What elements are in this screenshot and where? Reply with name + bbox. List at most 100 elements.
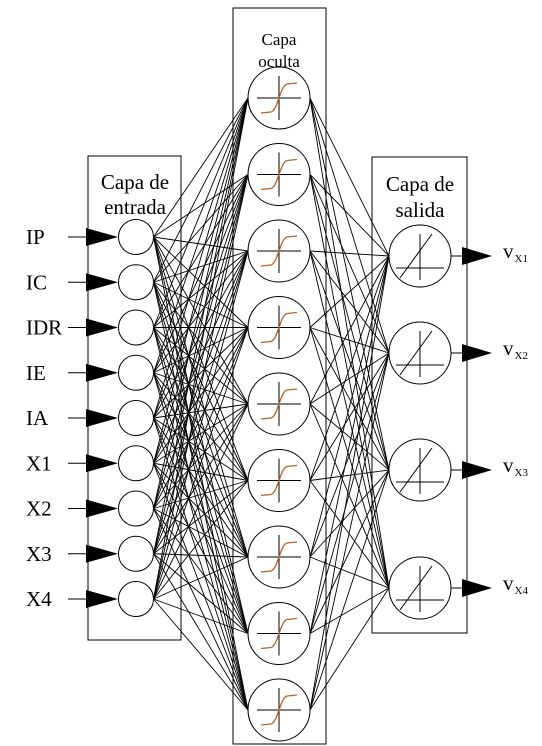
connection-input-8-hidden-9 [153,553,249,711]
hidden-neuron-4 [247,296,311,359]
connection-hidden-7-output-4 [309,556,390,589]
hidden-neuron-1 [247,66,311,130]
input-label-3: IDR [26,316,62,340]
connection-hidden-7-output-2 [309,352,390,558]
output-label-1: vX1 [503,239,528,265]
connection-input-4-hidden-8 [153,372,249,634]
input-neuron-5 [118,400,154,436]
connection-hidden-6-output-2 [309,352,390,481]
input-arrow-icon [86,273,118,292]
hidden-neuron-8 [247,602,311,665]
connection-hidden-9-output-2 [309,352,390,711]
connection-input-2-hidden-3 [153,250,249,283]
output-neuron-3 [388,438,492,502]
connection-hidden-5-output-2 [309,352,390,405]
connection-hidden-4-output-2 [309,327,390,354]
hidden-layer-box [232,7,327,745]
sigmoid-curve-icon [260,617,298,650]
input-label-6: X1 [26,451,52,475]
connection-input-4-hidden-3 [153,250,249,374]
connection-input-7-hidden-1 [153,97,249,509]
hidden-layer-title-line2: oculta [258,52,300,71]
sigmoid-curve-icon [260,464,298,497]
connection-input-5-hidden-1 [153,97,249,419]
sigmoid-curve-icon [260,541,298,573]
output-label-main: v [503,453,514,477]
linear-function-icon [399,330,433,376]
input-label-5: IA [26,406,49,430]
output-label-main: v [503,336,514,360]
connection-input-6-hidden-3 [153,250,249,464]
connection-input-1-hidden-2 [153,174,249,238]
input-neuron-8 [118,535,154,572]
output-label-3: vX3 [503,453,528,479]
output-arrow-icon [462,247,492,265]
connection-hidden-8-output-2 [309,352,390,634]
connection-input-6-hidden-2 [153,174,249,464]
connection-input-8-hidden-2 [153,174,249,554]
connection-input-9-hidden-4 [153,327,249,600]
sigmoid-curve-icon [260,311,298,344]
connection-hidden-5-output-1 [309,255,390,405]
connection-hidden-9-output-3 [309,469,390,711]
layer-boxes [87,7,468,745]
hidden-neuron-9 [247,678,311,742]
output-nodes [388,224,492,620]
connection-hidden-5-output-3 [309,403,390,471]
sigmoid-curve-icon [260,388,298,420]
sigmoid-curve-icon [260,158,298,191]
connection-input-3-hidden-1 [153,97,249,328]
output-layer-title-line1: Capa de [386,172,454,196]
output-neuron-1 [388,224,492,288]
input-neuron-4 [118,354,154,391]
connection-hidden-3-output-3 [309,250,390,471]
input-layer-box [87,155,182,641]
connection-hidden-4-output-1 [309,255,390,328]
connection-hidden-3-output-1 [309,250,390,257]
hidden-neuron-5 [247,372,311,436]
connection-hidden-3-output-4 [309,250,390,589]
output-neuron-4 [388,556,492,620]
connection-hidden-8-output-4 [309,587,390,634]
output-arrow-icon [462,579,492,597]
connection-hidden-6-output-4 [309,480,390,589]
connection-input-8-hidden-3 [153,250,249,554]
linear-function-icon [399,447,433,493]
connection-hidden-1-output-1 [309,97,390,257]
connection-hidden-9-output-1 [309,255,390,711]
output-label-main: v [503,239,514,263]
connection-hidden-1-output-2 [309,97,390,354]
connection-hidden-8-output-3 [309,469,390,634]
input-arrow-icon [86,544,118,563]
connection-input-9-hidden-5 [153,403,249,600]
output-label-subscript: X4 [515,585,529,597]
connection-input-3-hidden-2 [153,174,249,328]
output-arrow-icon [462,461,492,479]
linear-function-icon [399,233,433,279]
input-arrow-icon [86,590,118,608]
connection-hidden-7-output-3 [309,469,390,558]
output-label-subscript: X3 [515,467,529,479]
connection-input-9-hidden-3 [153,250,249,600]
input-neuron-2 [118,264,154,301]
output-arrow-icon [462,344,492,362]
connection-input-3-hidden-3 [153,250,249,328]
connection-input-5-hidden-9 [153,417,249,711]
sigmoid-curve-icon [260,82,298,114]
output-layer-box [371,156,468,634]
connection-input-7-hidden-8 [153,508,249,634]
input-arrow-icon [86,228,118,246]
hidden-nodes [247,66,311,742]
input-label-7: X2 [26,497,52,521]
connection-input-5-hidden-2 [153,174,249,419]
connection-hidden-6-output-3 [309,469,390,481]
input-arrow-icon [86,454,118,473]
connection-hidden-4-output-3 [309,327,390,471]
connection-hidden-2-output-4 [309,174,390,589]
connection-hidden-7-output-1 [309,255,390,558]
connection-input-9-hidden-1 [153,97,249,600]
connection-input-2-hidden-2 [153,174,249,283]
